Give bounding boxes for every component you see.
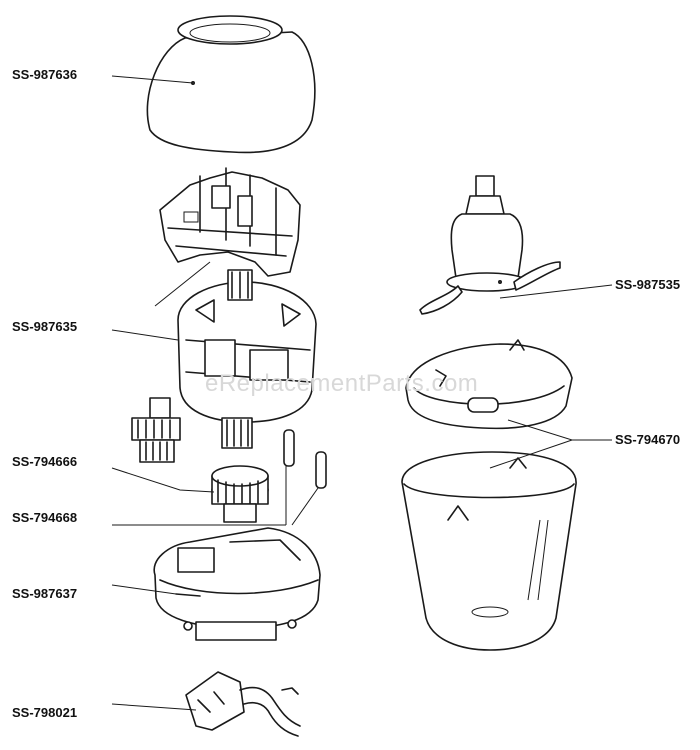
- leader-lines: [111, 75, 613, 711]
- motor-frame-part: [159, 167, 301, 277]
- label-gear-b[interactable]: SS-794668: [12, 510, 78, 525]
- label-base[interactable]: SS-987637: [12, 586, 78, 601]
- label-gear-a[interactable]: SS-794666: [12, 454, 78, 469]
- gear-b-part: [211, 465, 269, 523]
- bowl-top-part: [405, 339, 573, 430]
- label-power-cord[interactable]: SS-798021: [12, 705, 78, 720]
- label-blade[interactable]: SS-987535: [615, 277, 681, 292]
- power-cord-part: [185, 671, 301, 737]
- watermark-text: eReplacementParts.com: [205, 370, 479, 397]
- bowl-part: [401, 451, 577, 651]
- motor-part: [177, 269, 317, 449]
- lid-part: [146, 15, 316, 154]
- label-motor-housing[interactable]: SS-987635: [12, 319, 78, 334]
- gear-a-part: [131, 397, 181, 463]
- label-lid[interactable]: SS-987636: [12, 67, 78, 82]
- blade-part: [419, 175, 561, 315]
- brush-parts: [283, 429, 327, 489]
- base-part: [153, 527, 321, 641]
- label-bowl[interactable]: SS-794670: [615, 432, 681, 447]
